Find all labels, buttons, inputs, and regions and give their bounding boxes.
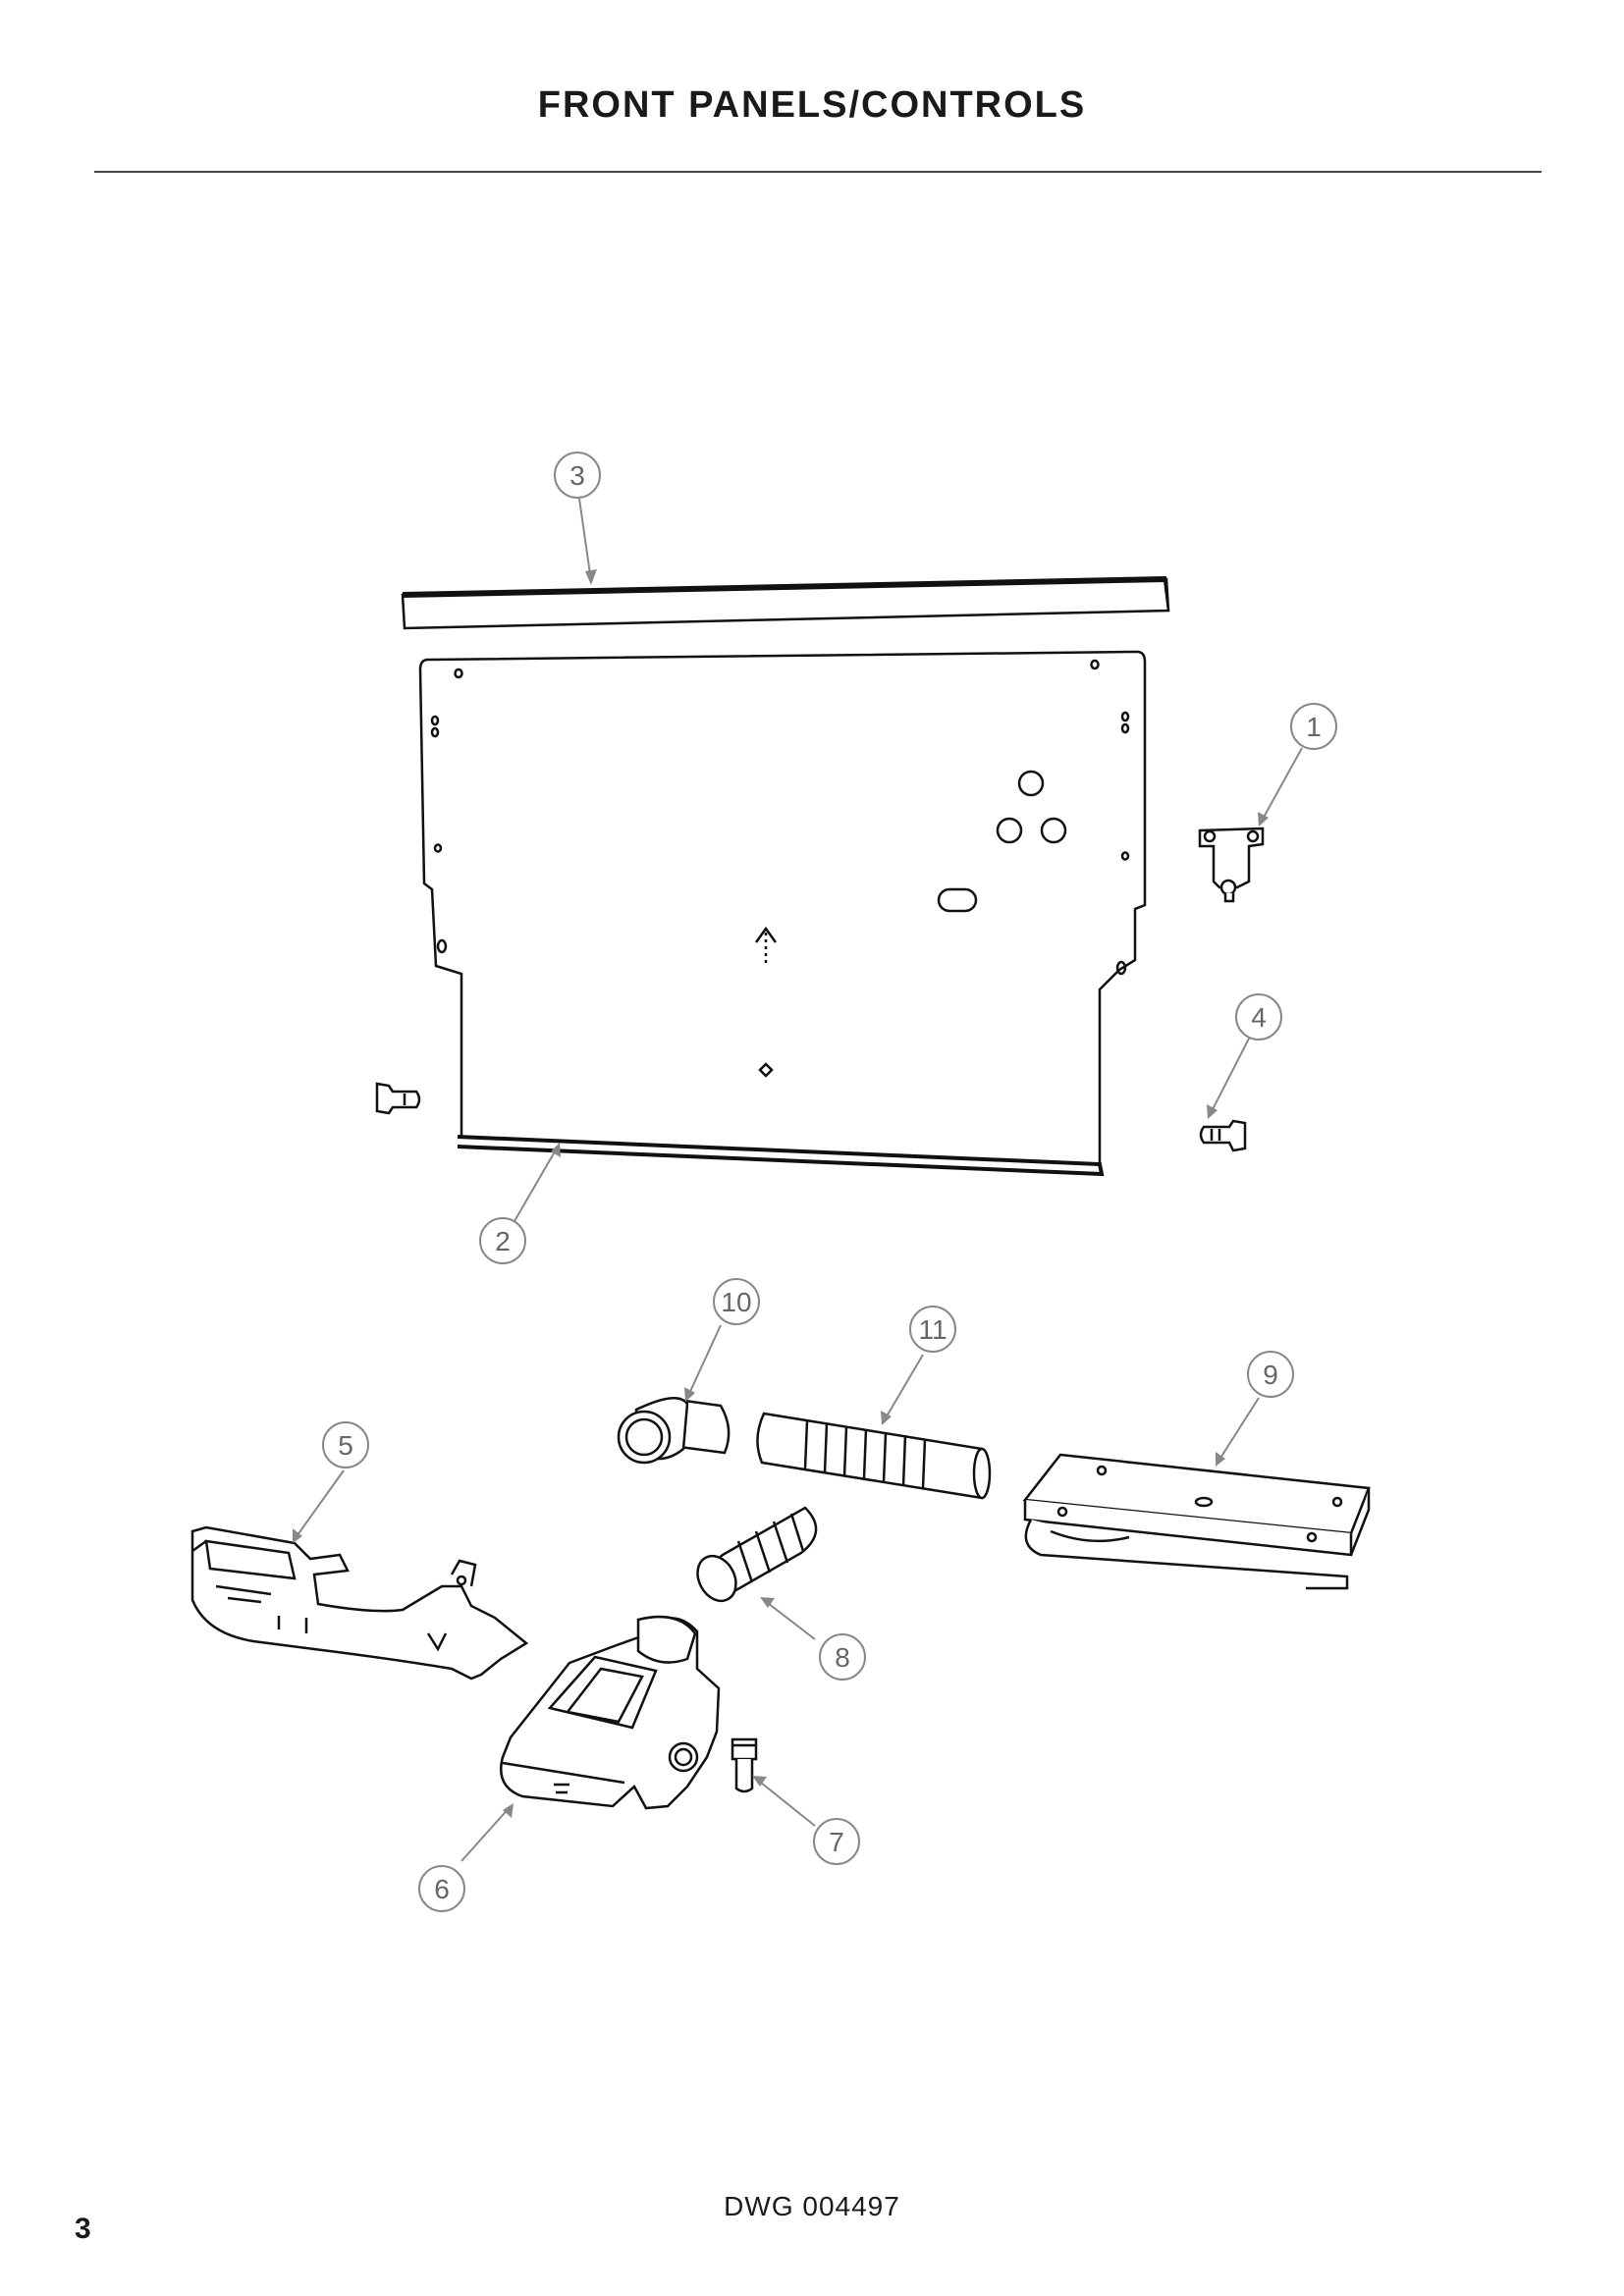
callout-2-label: 2	[495, 1226, 511, 1256]
leader-lines	[294, 498, 1303, 1862]
part-11-hose	[756, 1412, 992, 1500]
part-3-top-trim	[401, 576, 1170, 630]
callout-3-label: 3	[569, 460, 585, 491]
callout-8-label: 8	[835, 1642, 850, 1673]
callout-8: 8	[819, 1633, 866, 1681]
callout-9: 9	[1247, 1351, 1294, 1398]
callout-10-label: 10	[721, 1287, 751, 1317]
part-4-clip-left	[375, 1082, 421, 1115]
part-6-housing	[500, 1615, 721, 1810]
leader-arrowheads	[293, 569, 1269, 1818]
part-8-insert	[696, 1506, 818, 1603]
callout-1: 1	[1290, 703, 1337, 750]
page-number: 3	[75, 2213, 91, 2245]
callout-4-label: 4	[1251, 1002, 1267, 1033]
part-9-mounting-plate	[1022, 1453, 1371, 1590]
callout-5: 5	[322, 1421, 369, 1468]
part-7-screw	[731, 1737, 758, 1793]
callout-10: 10	[713, 1278, 760, 1325]
callout-7: 7	[813, 1818, 860, 1865]
callout-2: 2	[479, 1217, 526, 1264]
callout-1-label: 1	[1306, 712, 1322, 742]
callout-6: 6	[418, 1865, 465, 1912]
part-4-clip-right	[1199, 1119, 1247, 1152]
callout-11: 11	[909, 1306, 956, 1353]
part-2-front-panel	[418, 650, 1147, 1177]
callout-7-label: 7	[829, 1827, 844, 1857]
header-rule	[94, 171, 1542, 173]
callout-3: 3	[554, 452, 601, 499]
part-5-duct	[190, 1525, 529, 1681]
part-10-elbow	[617, 1397, 731, 1465]
page-title: FRONT PANELS/CONTROLS	[537, 84, 1087, 126]
drawing-number: DWG 004497	[724, 2191, 900, 2221]
callout-9-label: 9	[1263, 1360, 1278, 1390]
callout-5-label: 5	[338, 1430, 353, 1461]
part-1-bracket	[1198, 827, 1265, 903]
callout-11-label: 11	[918, 1314, 947, 1345]
callout-6-label: 6	[434, 1874, 450, 1904]
callout-4: 4	[1235, 993, 1282, 1041]
